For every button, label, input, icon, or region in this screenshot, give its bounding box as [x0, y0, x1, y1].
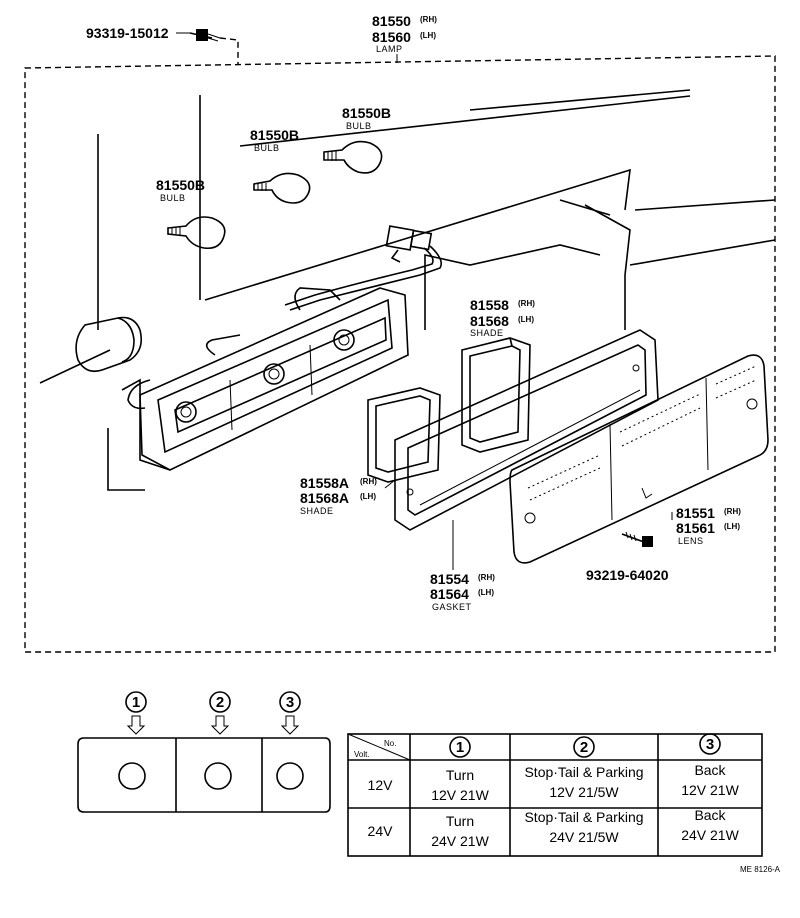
- lens-label: 81551 (RH) 81561 (LH) LENS: [671, 505, 741, 546]
- shade-upper-label: 81558 (RH) 81568 (LH) SHADE: [470, 297, 535, 338]
- bulb-spec-table: No. Volt. 1 2 3 12V Turn 12V 21W Stop·Ta…: [347, 733, 763, 857]
- table-row-24v-volt: 24V: [368, 823, 394, 839]
- screw-lens-number: 93219-64020: [586, 567, 669, 583]
- gasket-name: GASKET: [432, 602, 472, 612]
- table-header-1-number: 1: [456, 739, 464, 756]
- shade-upper-icon: [461, 337, 531, 453]
- table-row-12v-cell-1-line2: 12V 21W: [431, 787, 489, 803]
- shade-upper-number-lh: 81568: [470, 313, 509, 329]
- shade-upper-side-lh: (LH): [518, 315, 534, 324]
- gasket-number-lh: 81564: [430, 586, 469, 602]
- position-1-number: 1: [132, 694, 140, 711]
- table-row-24v-cell-2-line1: Stop·Tail & Parking: [524, 809, 643, 825]
- shade-lower-name: SHADE: [300, 506, 334, 516]
- vehicle-body-outline: [39, 89, 776, 491]
- shade-lower-side-lh: (LH): [360, 492, 376, 501]
- table-corner-no: No.: [384, 739, 396, 748]
- screw-icon: [621, 531, 653, 547]
- table-header-2: 2: [573, 736, 595, 758]
- table-header-3-number: 3: [706, 736, 714, 753]
- lens-name: LENS: [678, 536, 704, 546]
- table-row-24v-cell-1-line1: Turn: [446, 813, 474, 829]
- bulb-a-name: BULB: [160, 193, 186, 203]
- lens-number-lh: 81561: [676, 520, 715, 536]
- lens-side-rh: (RH): [724, 507, 741, 516]
- table-header-1: 1: [449, 736, 471, 758]
- side-marker-icon: [75, 316, 143, 373]
- gasket-side-rh: (RH): [478, 573, 495, 582]
- lamp-label: 81550 (RH) 81560 (LH) LAMP: [372, 13, 437, 63]
- shade-lower-side-rh: (RH): [360, 477, 377, 486]
- shade-upper-name: SHADE: [470, 328, 504, 338]
- table-row-12v-volt: 12V: [368, 777, 394, 793]
- screw-icon: [189, 29, 221, 42]
- lamp-position-figure: 1 2 3: [77, 691, 331, 813]
- bulb-icon: [167, 216, 226, 250]
- lamp-housing-icon: [121, 287, 409, 471]
- table-corner-volt: Volt.: [354, 750, 370, 759]
- table-row-12v-cell-2-line2: 12V 21/5W: [549, 784, 619, 800]
- shade-upper-number-rh: 81558: [470, 297, 509, 313]
- lamp-name: LAMP: [376, 44, 403, 54]
- table-row-12v-cell-2-line1: Stop·Tail & Parking: [524, 764, 643, 780]
- table-header-2-number: 2: [580, 739, 588, 756]
- lamp-side-lh: (LH): [420, 31, 436, 40]
- gasket-side-lh: (LH): [478, 588, 494, 597]
- table-row-24v-cell-1-line2: 24V 21W: [431, 833, 489, 849]
- screw-93319-15012: [176, 29, 239, 64]
- lens-side-lh: (LH): [724, 522, 740, 531]
- shade-upper-side-rh: (RH): [518, 299, 535, 308]
- lamp-side-rh: (RH): [420, 15, 437, 24]
- table-row-12v-cell-3-line1: Back: [694, 762, 726, 778]
- shade-lower-number-rh: 81558A: [300, 475, 349, 491]
- bulb-b-name: BULB: [254, 143, 280, 153]
- bulb-icon: [253, 172, 311, 204]
- position-3-number: 3: [286, 694, 294, 711]
- position-3-marker: 3: [279, 691, 301, 735]
- bulb-c-number: 81550B: [342, 105, 391, 121]
- shade-lower-icon: [367, 387, 441, 483]
- drawing-code: ME 8126-A: [740, 865, 781, 874]
- bulb-a-number: 81550B: [156, 177, 205, 193]
- lens-number-rh: 81551: [676, 505, 715, 521]
- bulb-c-name: BULB: [346, 121, 372, 131]
- table-row-24v-cell-3-line1: Back: [694, 807, 726, 823]
- gasket-icon: [394, 329, 659, 531]
- shade-lower-label: 81558A (RH) 81568A (LH) SHADE: [300, 475, 396, 516]
- position-2-number: 2: [216, 694, 224, 711]
- lamp-number-lh: 81560: [372, 29, 411, 45]
- gasket-number-rh: 81554: [430, 571, 469, 587]
- gasket-label: 81554 (RH) 81564 (LH) GASKET: [430, 520, 495, 612]
- bulb-b-number: 81550B: [250, 127, 299, 143]
- table-row-24v-cell-3-line2: 24V 21W: [681, 827, 739, 843]
- table-row-12v-cell-1-line1: Turn: [446, 767, 474, 783]
- bulb-icon: [323, 140, 383, 174]
- connector-icon: [284, 225, 443, 311]
- table-row-24v-cell-2-line2: 24V 21/5W: [549, 829, 619, 845]
- table-header-3: 3: [699, 733, 721, 755]
- assembly-boundary: [24, 55, 776, 653]
- lamp-number-rh: 81550: [372, 13, 411, 29]
- position-1-marker: 1: [125, 691, 147, 735]
- table-row-12v-cell-3-line2: 12V 21W: [681, 782, 739, 798]
- shade-lower-number-lh: 81568A: [300, 490, 349, 506]
- position-2-marker: 2: [209, 691, 231, 735]
- screw-top-number: 93319-15012: [86, 25, 169, 41]
- lens-icon: [509, 354, 769, 564]
